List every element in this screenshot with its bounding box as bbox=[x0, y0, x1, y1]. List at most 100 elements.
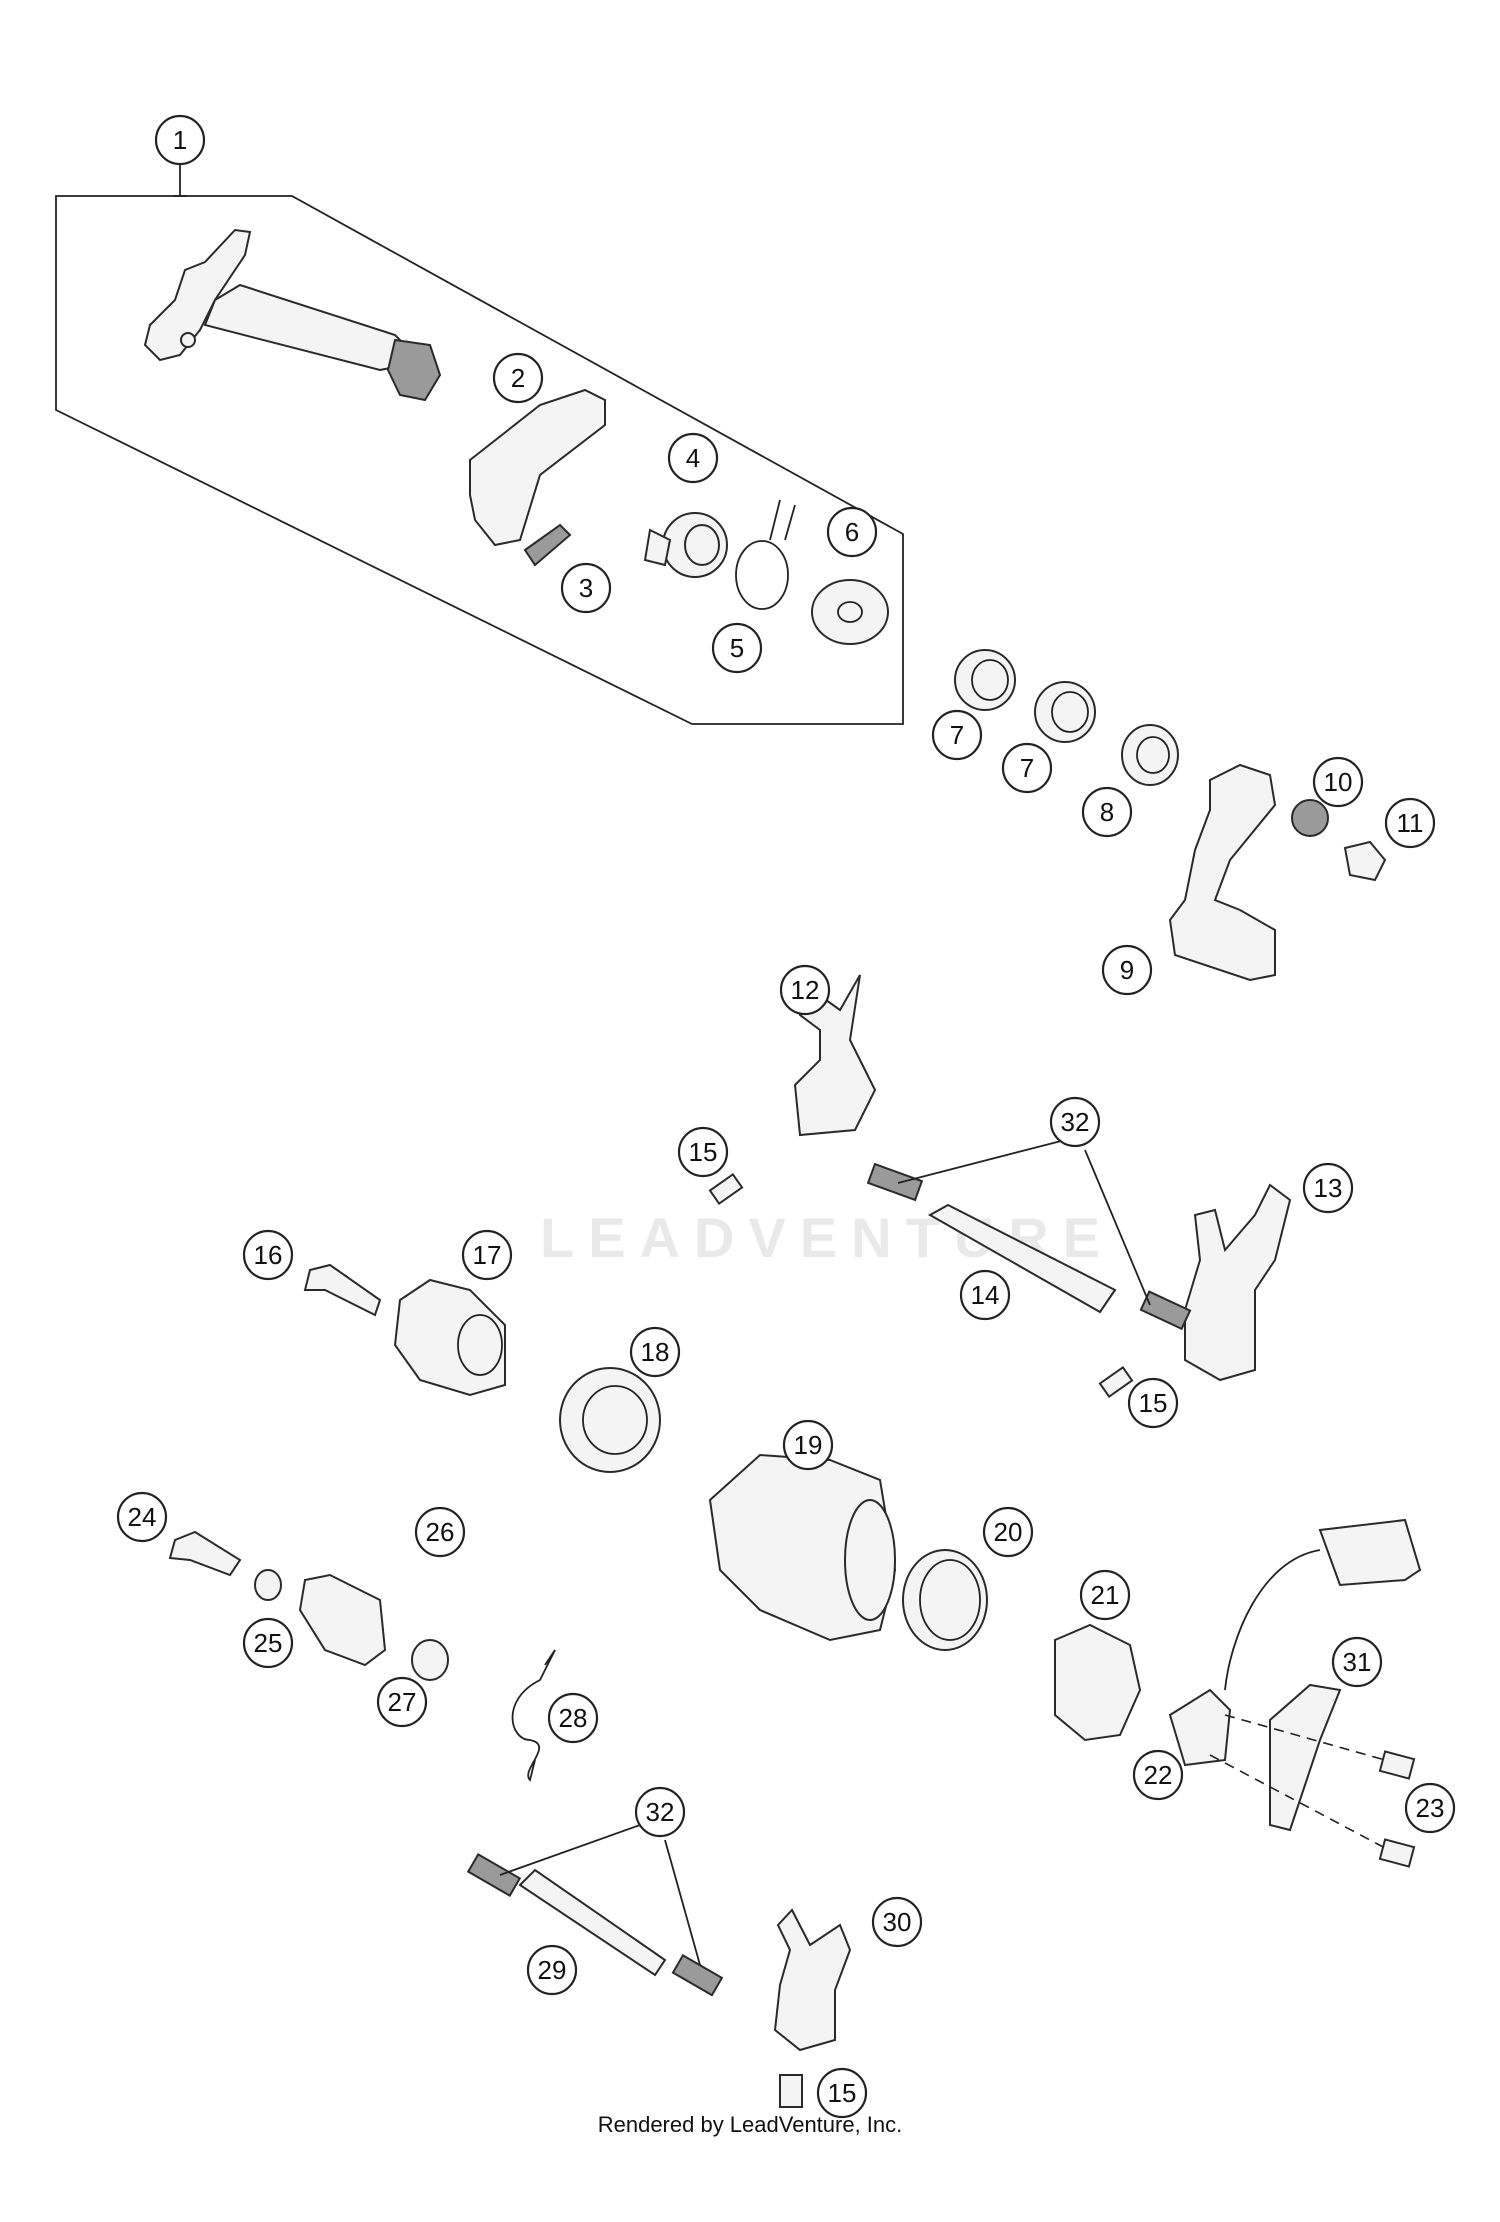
callout-8: 8 bbox=[1081, 786, 1133, 838]
shift-drum-part-19 bbox=[708, 1453, 897, 1642]
svg-text:32: 32 bbox=[1061, 1107, 1090, 1137]
callout-32b: 32 bbox=[634, 1786, 686, 1838]
callout-11: 11 bbox=[1384, 797, 1436, 849]
callout-17: 17 bbox=[461, 1229, 513, 1281]
svg-text:19: 19 bbox=[794, 1430, 823, 1460]
callout-18: 18 bbox=[629, 1326, 681, 1378]
svg-text:27: 27 bbox=[388, 1687, 417, 1717]
spring-part-32b bbox=[1139, 1290, 1192, 1331]
sensor-part-21 bbox=[1054, 1623, 1142, 1742]
svg-text:9: 9 bbox=[1120, 955, 1134, 985]
callout-29: 29 bbox=[526, 1944, 578, 1996]
callout-21: 21 bbox=[1079, 1569, 1131, 1621]
callout-32a: 32 bbox=[1049, 1096, 1101, 1148]
sensor-part-22 bbox=[1168, 1518, 1422, 1767]
nut-part-10 bbox=[1291, 799, 1329, 837]
seal-part-8 bbox=[1121, 724, 1179, 786]
callout-3: 3 bbox=[560, 562, 612, 614]
callout-15c: 15 bbox=[816, 2067, 868, 2119]
svg-text:17: 17 bbox=[473, 1240, 502, 1270]
ring-part-20 bbox=[902, 1549, 988, 1651]
callout-13: 13 bbox=[1302, 1162, 1354, 1214]
callout-22: 22 bbox=[1132, 1749, 1184, 1801]
svg-text:29: 29 bbox=[538, 1955, 567, 1985]
svg-text:6: 6 bbox=[845, 517, 859, 547]
svg-text:31: 31 bbox=[1343, 1647, 1372, 1677]
callout-9: 9 bbox=[1101, 944, 1153, 996]
callout-15b: 15 bbox=[1127, 1377, 1179, 1429]
torsion-spring-part-28 bbox=[511, 1649, 556, 1782]
svg-text:14: 14 bbox=[971, 1280, 1000, 1310]
screw-part-23a bbox=[1378, 1750, 1416, 1780]
spring-part-3 bbox=[523, 523, 572, 567]
svg-text:1: 1 bbox=[173, 125, 187, 155]
callout-15a: 15 bbox=[677, 1126, 729, 1178]
pin-part-15a bbox=[708, 1173, 744, 1205]
callout-23: 23 bbox=[1404, 1782, 1456, 1834]
callout-2: 2 bbox=[492, 352, 544, 404]
washer-part-25 bbox=[254, 1569, 282, 1601]
svg-text:21: 21 bbox=[1091, 1580, 1120, 1610]
callout-16: 16 bbox=[242, 1229, 294, 1281]
svg-text:18: 18 bbox=[641, 1337, 670, 1367]
shift-shaft-part bbox=[143, 228, 442, 402]
footer-credit: Rendered by LeadVenture, Inc. bbox=[597, 2112, 903, 2137]
bushing-part-7a bbox=[954, 649, 1016, 711]
callout-26: 26 bbox=[414, 1506, 466, 1558]
clip-part-5 bbox=[735, 499, 796, 610]
svg-text:15: 15 bbox=[1139, 1388, 1168, 1418]
washer-part-6 bbox=[811, 579, 889, 645]
callout-20: 20 bbox=[982, 1506, 1034, 1558]
shift-fork-part-13 bbox=[1184, 1183, 1292, 1382]
svg-text:4: 4 bbox=[686, 443, 700, 473]
callout-30: 30 bbox=[871, 1896, 923, 1948]
callout-14: 14 bbox=[959, 1269, 1011, 1321]
svg-text:30: 30 bbox=[883, 1907, 912, 1937]
spring-part-32c bbox=[466, 1852, 522, 1898]
rod-part-29 bbox=[518, 1868, 667, 1977]
shift-lever-part bbox=[1168, 763, 1277, 982]
svg-text:24: 24 bbox=[128, 1502, 157, 1532]
svg-text:22: 22 bbox=[1144, 1760, 1173, 1790]
spring-part-32a bbox=[866, 1162, 924, 1202]
callout-4: 4 bbox=[667, 432, 719, 484]
callout-1: 1 bbox=[154, 114, 206, 166]
svg-text:15: 15 bbox=[828, 2078, 857, 2108]
callout-19: 19 bbox=[782, 1419, 834, 1471]
bolt-part-16 bbox=[303, 1263, 382, 1317]
svg-text:7: 7 bbox=[950, 720, 964, 750]
callout-28: 28 bbox=[547, 1692, 599, 1744]
callout-5: 5 bbox=[711, 622, 763, 674]
callout-27: 27 bbox=[376, 1676, 428, 1728]
svg-text:32: 32 bbox=[646, 1797, 675, 1827]
svg-text:12: 12 bbox=[791, 975, 820, 1005]
bearing-part-18 bbox=[559, 1367, 661, 1473]
bolt-part-11 bbox=[1343, 840, 1387, 882]
svg-text:25: 25 bbox=[254, 1628, 283, 1658]
rod-part-14 bbox=[927, 1203, 1117, 1314]
pin-part-15c bbox=[779, 2074, 803, 2108]
svg-text:7: 7 bbox=[1020, 753, 1034, 783]
callout-7b: 7 bbox=[1001, 742, 1053, 794]
callout-24: 24 bbox=[116, 1491, 168, 1543]
locking-lever-part-26 bbox=[298, 1573, 387, 1667]
svg-text:2: 2 bbox=[511, 363, 525, 393]
callout-10: 10 bbox=[1312, 756, 1364, 808]
svg-text:3: 3 bbox=[579, 573, 593, 603]
bolt-part-24 bbox=[168, 1530, 242, 1577]
shift-cam-part-17 bbox=[393, 1278, 506, 1397]
shift-fork-part-12 bbox=[793, 974, 877, 1137]
callout-31: 31 bbox=[1331, 1636, 1383, 1688]
svg-text:15: 15 bbox=[689, 1137, 718, 1167]
svg-text:13: 13 bbox=[1314, 1173, 1343, 1203]
roller-part-27 bbox=[411, 1639, 449, 1681]
screw-part-23b bbox=[1378, 1838, 1416, 1868]
callout-25: 25 bbox=[242, 1617, 294, 1669]
svg-text:5: 5 bbox=[730, 633, 744, 663]
bracket-part-31 bbox=[1269, 1683, 1342, 1832]
svg-text:28: 28 bbox=[559, 1703, 588, 1733]
callout-6: 6 bbox=[826, 506, 878, 558]
spring-part-32d bbox=[671, 1953, 724, 1997]
svg-text:20: 20 bbox=[994, 1517, 1023, 1547]
